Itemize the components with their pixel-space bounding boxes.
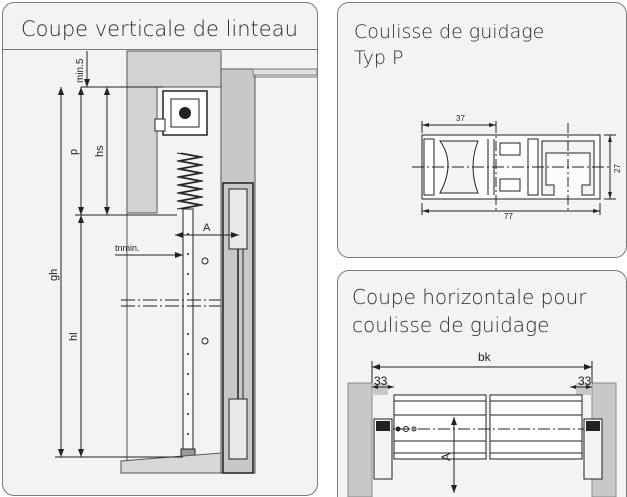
horizontal-section-panel: Coupe horizontale pour coulisse de guida… <box>337 270 627 497</box>
guide-rail-profile-panel: Coulisse de guidage Typ P <box>337 2 627 258</box>
profile-title-line2: Typ P <box>354 47 404 69</box>
vertical-section-panel: Coupe verticale de linteau <box>2 2 318 496</box>
dim-label-min5: min.5 <box>75 58 86 83</box>
horizontal-dim-bk: bk <box>478 350 492 364</box>
horizontal-section-drawing: bk 33 33 A <box>347 350 617 497</box>
dim-label-a: A <box>203 222 211 234</box>
vertical-section-title: Coupe verticale de linteau <box>21 17 298 41</box>
guide-rail-profile-drawing: 37 27 77 <box>412 114 622 221</box>
profile-dim-27: 27 <box>613 164 622 173</box>
dim-label-gh: gh <box>48 269 60 281</box>
horizontal-dim-a: A <box>439 453 453 461</box>
title-underline <box>3 49 317 50</box>
horizontal-dim-left: 33 <box>374 374 388 388</box>
horizontal-dim-right: 33 <box>578 374 592 388</box>
profile-dim-77: 77 <box>504 212 513 221</box>
horizontal-title-line1: Coupe horizontale pour <box>352 285 587 309</box>
dim-label-tn: tnmin. <box>115 243 140 253</box>
horizontal-title-line2: coulisse de guidage <box>352 313 550 337</box>
dim-label-p: p <box>68 149 80 155</box>
profile-title-line1: Coulisse de guidage <box>354 21 545 43</box>
vertical-section-drawing: min.5 p hs gh hl tnmin. A <box>48 50 317 474</box>
dim-label-hs: hs <box>94 145 106 157</box>
dim-label-hl: hl <box>68 332 80 341</box>
profile-dim-37: 37 <box>456 114 465 123</box>
